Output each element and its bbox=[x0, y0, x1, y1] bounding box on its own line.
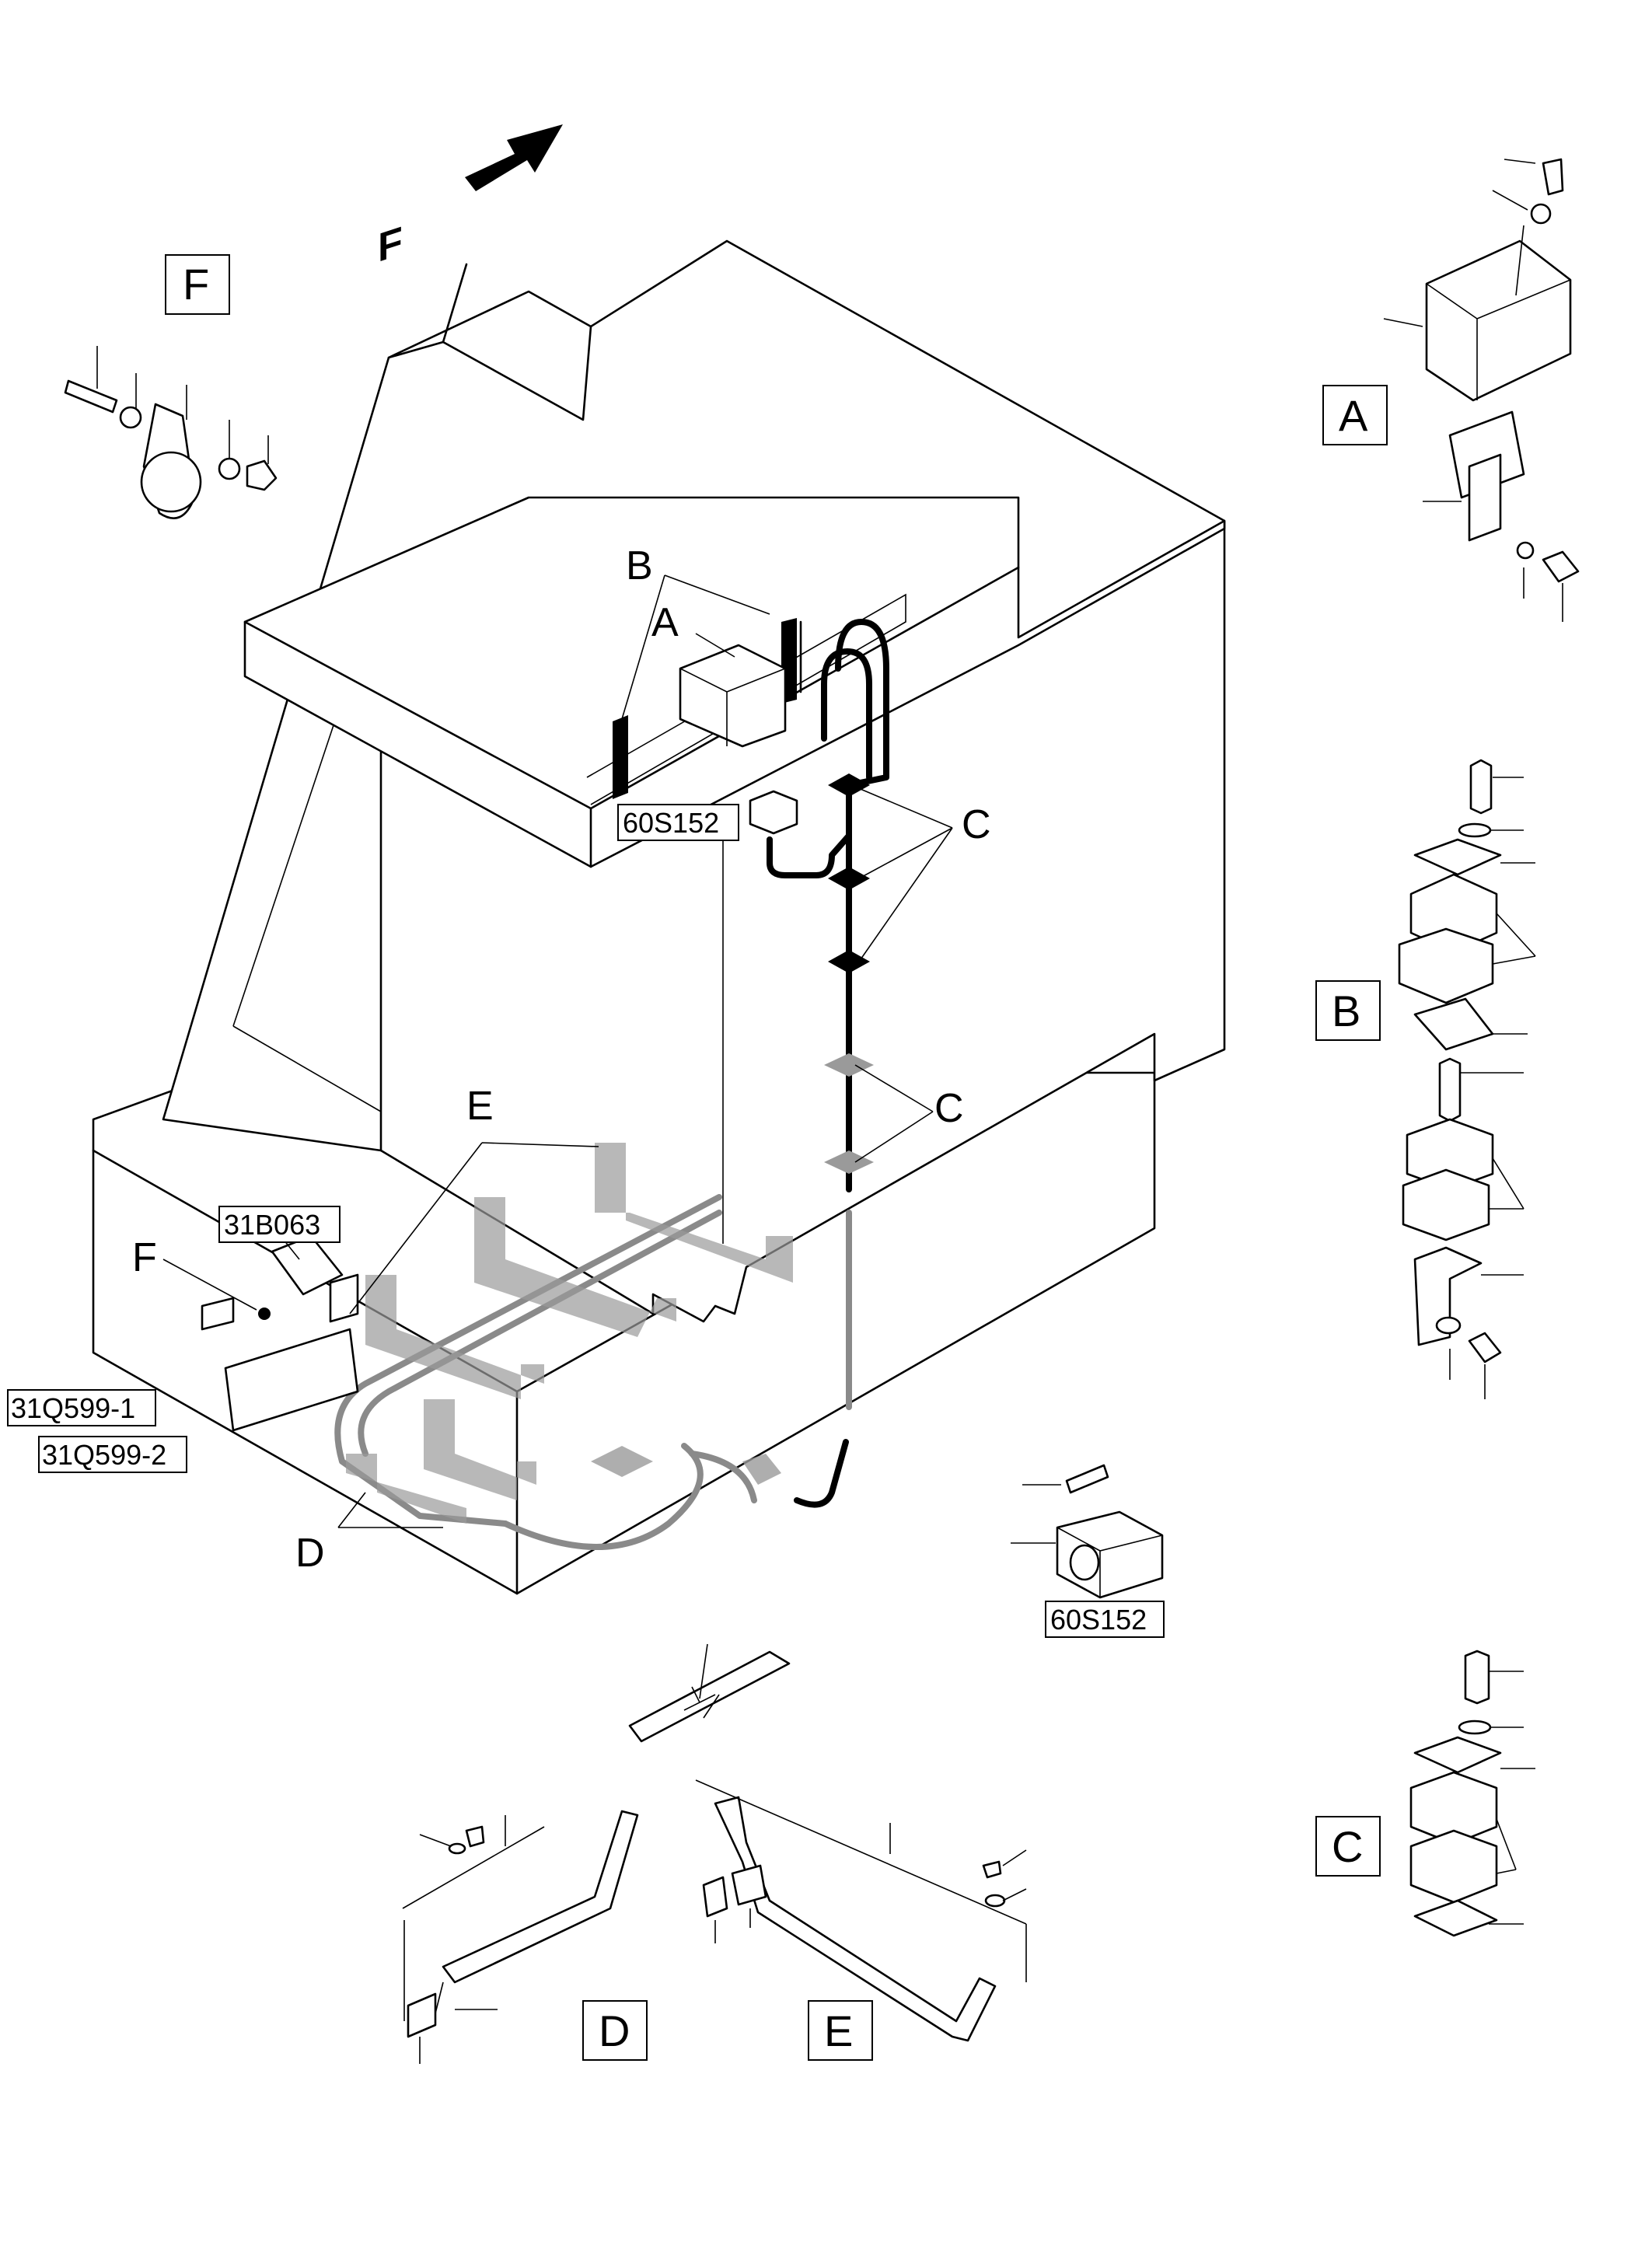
detail-a: A bbox=[1322, 158, 1580, 622]
detail-c: C bbox=[1315, 1650, 1535, 1937]
label-hose-2: 31Q599-2 bbox=[42, 1439, 166, 1471]
main-cable bbox=[835, 619, 889, 1192]
main-view-callouts: B A C C E F D bbox=[132, 543, 991, 1576]
part-code-labels: 60S152 31B063 31Q599-1 31Q599-2 60S152 bbox=[7, 804, 1165, 1638]
direction-arrow-icon bbox=[465, 124, 563, 191]
wiring-harness bbox=[201, 618, 889, 1550]
callout-c-lower: C bbox=[934, 1086, 964, 1131]
callout-d: D bbox=[295, 1531, 325, 1576]
callout-e: E bbox=[466, 1084, 494, 1129]
mesh-strip bbox=[628, 1643, 791, 1743]
direction-letter: F bbox=[378, 218, 403, 271]
label-valve-block: 31B063 bbox=[224, 1209, 320, 1241]
detail-d: D bbox=[402, 1810, 648, 2064]
label-sensor-main: 60S152 bbox=[623, 807, 719, 839]
callout-c-upper: C bbox=[962, 802, 991, 847]
detail-sensor bbox=[1011, 1464, 1164, 1599]
detail-b: B bbox=[1315, 759, 1536, 1399]
detail-e: E bbox=[695, 1779, 1027, 2061]
detail-f: F bbox=[64, 254, 278, 519]
detail-e-label: E bbox=[824, 2006, 853, 2055]
direction-marker: F bbox=[378, 124, 563, 271]
callout-a: A bbox=[651, 600, 679, 645]
label-hose-1: 31Q599-1 bbox=[11, 1392, 135, 1424]
detail-c-label: C bbox=[1332, 1822, 1363, 1871]
detail-d-label: D bbox=[599, 2006, 630, 2055]
detail-a-label: A bbox=[1339, 391, 1368, 440]
callout-b: B bbox=[626, 543, 653, 588]
detail-b-label: B bbox=[1332, 986, 1360, 1035]
label-sensor-detail: 60S152 bbox=[1050, 1604, 1147, 1636]
callout-f: F bbox=[132, 1235, 157, 1280]
leader-lines bbox=[162, 574, 953, 1528]
detail-f-label: F bbox=[183, 260, 209, 309]
